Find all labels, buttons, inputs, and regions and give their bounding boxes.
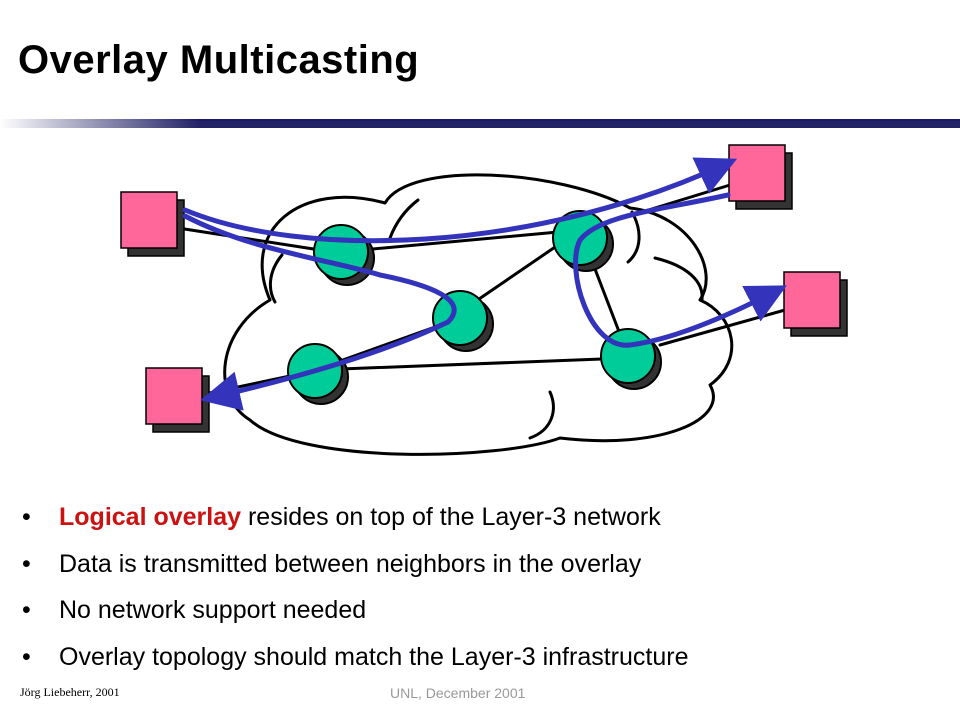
- bullet-item: • Data is transmitted between neighbors i…: [22, 541, 688, 588]
- bullet-item: • Logical overlay resides on top of the L…: [22, 494, 688, 541]
- slide-title: Overlay Multicasting: [18, 38, 420, 82]
- bullet-marker: •: [22, 596, 31, 624]
- bullet-text: resides on top of the Layer-3 network: [241, 503, 661, 531]
- footer-author: Jörg Liebeherr, 2001: [20, 685, 120, 699]
- host-icon: [728, 144, 793, 210]
- bullet-marker: •: [22, 642, 31, 671]
- overlay-path-top: [182, 157, 738, 244]
- bullet-text: No network support needed: [59, 596, 367, 624]
- host-icon: [120, 191, 185, 257]
- router-icon: [552, 210, 614, 272]
- host-icon: [783, 271, 848, 337]
- overlay-diagram: [120, 144, 848, 456]
- footer-event: UNL, December 2001: [390, 685, 526, 701]
- overlay-paths: [182, 157, 787, 411]
- bullet-item: • No network support needed: [22, 587, 688, 634]
- bullet-highlight: Logical overlay: [59, 503, 242, 531]
- bullet-marker: •: [22, 549, 31, 578]
- bullet-text: Data is transmitted between neighbors in…: [59, 549, 642, 578]
- bullet-marker: •: [22, 503, 31, 531]
- overlay-path-lower-left: [182, 213, 457, 411]
- cloud-inner-curves: [268, 198, 704, 440]
- bullet-list: • Logical overlay resides on top of the L…: [22, 494, 688, 680]
- bullet-item: • Overlay topology should match the Layer…: [22, 634, 688, 681]
- host-icon: [145, 367, 210, 433]
- overlay-path-right: [573, 192, 787, 348]
- title-rule: [0, 119, 960, 128]
- bullet-text: Overlay topology should match the Layer-…: [59, 642, 689, 671]
